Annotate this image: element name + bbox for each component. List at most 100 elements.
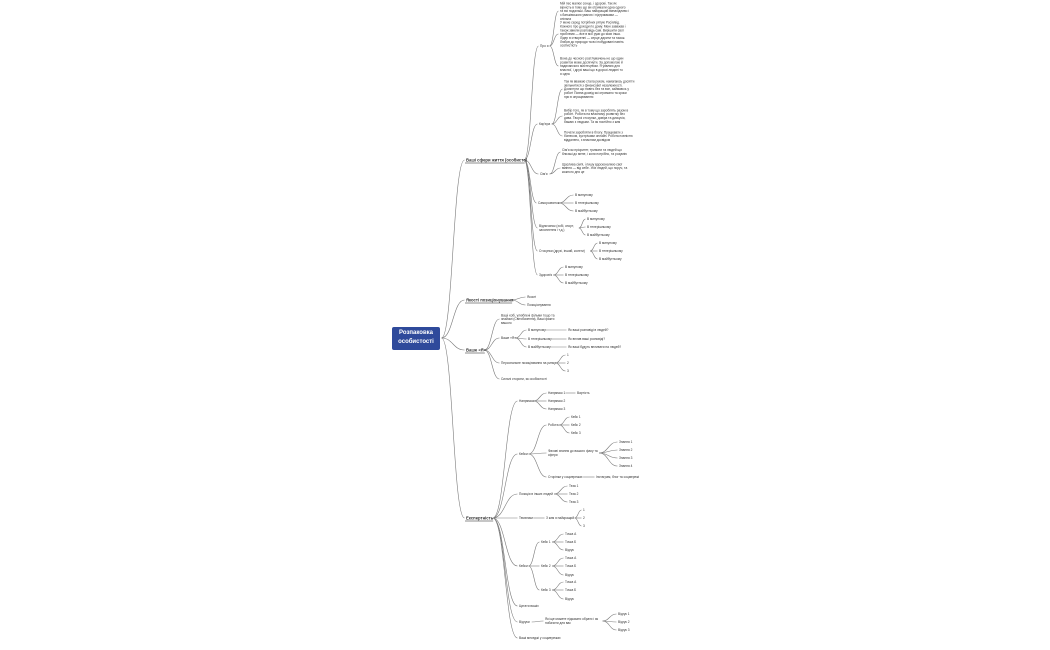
topic-n4-2a3[interactable]: Кейс 3 (571, 431, 581, 435)
topic-n1-6-c[interactable]: В майбутньому (599, 257, 622, 261)
topic-n1-7-c[interactable]: В майбутньому (565, 281, 588, 285)
topic-n3-b1[interactable]: В минулому (528, 328, 546, 332)
connector-n1-2-b (551, 115, 563, 125)
topic-n4-4a[interactable]: З ким я найкращий (546, 516, 574, 520)
topic-n3-b3[interactable]: В майбутньому (528, 345, 551, 349)
topic-n4-3[interactable]: Позиція в інших людей (519, 492, 553, 496)
topic-n3-b[interactable]: Ваше «Я» (501, 336, 516, 340)
topic-n3-c[interactable]: Персональне позиціювання на ринку (501, 361, 556, 365)
topic-n4-6[interactable]: Цитати вашіх (519, 604, 539, 608)
topic-n4-4[interactable]: Тематики (519, 516, 533, 520)
topic-n4-4a1[interactable]: 1 (583, 508, 585, 512)
topic-n3-c2[interactable]: 2 (567, 361, 569, 365)
central-topic[interactable]: Розпаковка особистості (392, 327, 440, 350)
connector-n4-5c3 (552, 589, 564, 600)
topic-n1-6-b[interactable]: В теперішньому (599, 249, 623, 253)
connector-n4-2a (528, 424, 547, 455)
topic-n1-7-b[interactable]: В теперішньому (565, 273, 589, 277)
topic-n4-5b2[interactable]: Точка Б (565, 564, 576, 568)
topic-n1-5-c[interactable]: В майбутньому (587, 233, 610, 237)
topic-n1-1-b[interactable]: У мене серед потрібних рятую Росія/від.К… (560, 21, 626, 48)
topic-n4-7a2[interactable]: Відгук 2 (618, 620, 630, 624)
topic-n1-2-b[interactable]: Вибір того, як в тому що зароблять разом… (564, 108, 629, 124)
topic-n4-5c2[interactable]: Точка Б (565, 588, 576, 592)
topic-n4-5c[interactable]: Кейс 3 (541, 588, 551, 592)
topic-n3[interactable]: Ваше «Я» (466, 347, 487, 352)
topic-n1-4-c[interactable]: В майбутньому (575, 209, 598, 213)
topic-n4-5c3[interactable]: Відгук (565, 597, 574, 601)
topic-n3-b3a[interactable]: Як ваші будуть впливати на людей? (568, 345, 621, 349)
topic-n1-7[interactable]: Здоров'я (539, 273, 552, 277)
topic-n4-1c[interactable]: Напрямок 3 (548, 407, 566, 411)
topic-n4-5a3[interactable]: Відгук (565, 548, 574, 552)
topic-n2-b[interactable]: Позиціонування (527, 303, 551, 307)
topic-n3-c1[interactable]: 1 (567, 353, 569, 357)
topic-n4-5a2[interactable]: Точка Б (565, 540, 576, 544)
topic-n4-1a1[interactable]: Вартість (577, 391, 590, 395)
topic-n1[interactable]: Ваші сфери життя (особисто) (466, 157, 528, 162)
topic-n4-5a1[interactable]: Точка А (565, 532, 577, 536)
topic-n1-4[interactable]: Саморозвиток (538, 201, 560, 205)
topic-n1-7-a[interactable]: В минулому (565, 265, 583, 269)
topic-n4-1[interactable]: Напрямок (519, 399, 534, 403)
topic-n4-2a[interactable]: Робота (548, 423, 559, 427)
topic-n2-a[interactable]: Якості (527, 295, 537, 299)
topic-n1-5[interactable]: Відпочинок (хобі, спорт,захоплення і т.д… (539, 224, 574, 232)
topic-n1-5-a[interactable]: В минулому (587, 217, 605, 221)
topic-n4-5c1[interactable]: Точка А (565, 580, 577, 584)
topic-n4-2a2[interactable]: Кейс 2 (571, 423, 581, 427)
topic-n3-b2a[interactable]: Як вплив ваші розповіді? (568, 337, 605, 341)
topic-n1-4-b[interactable]: В теперішньому (575, 201, 599, 205)
connector-n1-6-c (590, 250, 598, 260)
topic-n1-5-b[interactable]: В теперішньому (587, 225, 611, 229)
connector-n4-6 (492, 517, 518, 607)
topic-n1-1[interactable]: Про я (540, 44, 549, 48)
topic-n4-7a3[interactable]: Відгук 3 (618, 628, 630, 632)
topic-n4-2b3[interactable]: Знання 3 (619, 456, 633, 460)
topic-n4-2c1[interactable]: Інстаграм, блог та соцмережі (596, 475, 639, 479)
topic-n4[interactable]: Експертність (466, 515, 494, 520)
topic-n4-2c[interactable]: Сторінки у соцмережах (548, 475, 583, 479)
topic-n4-3c[interactable]: Теза 3 (569, 500, 579, 504)
topic-n2[interactable]: Якості позиціонування (466, 297, 514, 302)
topic-n1-6[interactable]: Стосунки (друзі, інший, колеги) (539, 249, 585, 253)
topic-n3-c3[interactable]: 3 (567, 369, 569, 373)
topic-n4-2a1[interactable]: Кейс 1 (571, 415, 581, 419)
topic-n4-5b[interactable]: Кейс 2 (541, 564, 551, 568)
topic-n4-3a[interactable]: Теза 1 (569, 484, 579, 488)
topic-n4-3b[interactable]: Теза 2 (569, 492, 579, 496)
topic-n3-d[interactable]: Сильні сторони, як особистості (501, 377, 547, 381)
topic-n4-7[interactable]: Відгуки (519, 620, 530, 624)
topic-n4-5a[interactable]: Кейс 1 (541, 540, 551, 544)
topic-n3-b1a[interactable]: Як ваші розповіді в людей? (568, 328, 609, 332)
topic-n1-2[interactable]: Кар'єра (539, 122, 550, 126)
topic-n4-5[interactable]: Кейси (519, 564, 528, 568)
topic-n4-8[interactable]: Ваші меседжі у соцмережах (519, 636, 561, 640)
connector-n4-5c (528, 565, 540, 591)
topic-n4-1a[interactable]: Напрямок 1 (548, 391, 566, 395)
topic-n1-6-a[interactable]: В минулому (599, 241, 617, 245)
topic-n4-2b4[interactable]: Знання 4 (619, 464, 633, 468)
topic-n4-1b[interactable]: Напрямок 2 (548, 399, 566, 403)
topic-n1-4-a[interactable]: В минулому (575, 193, 593, 197)
topic-n3-b2[interactable]: В теперішньому (528, 337, 552, 341)
topic-n4-2b1[interactable]: Знання 1 (619, 440, 633, 444)
topic-n1-2-a[interactable]: Так як вважаю стала рухом, намагаюсь дос… (564, 79, 635, 98)
topic-n4-5b1[interactable]: Точка А (565, 556, 577, 560)
topic-n4-7a1[interactable]: Відгук 1 (618, 612, 630, 616)
topic-n1-3[interactable]: Сім'я (540, 172, 548, 176)
topic-n4-4a2[interactable]: 2 (583, 516, 585, 520)
topic-n4-2[interactable]: Кейси (519, 452, 528, 456)
topic-n4-2b2[interactable]: Знання 2 (619, 448, 633, 452)
topic-n4-5b3[interactable]: Відгук (565, 573, 574, 577)
topic-n4-4a3[interactable]: 3 (583, 524, 585, 528)
connector-n4-5c1 (552, 581, 564, 591)
